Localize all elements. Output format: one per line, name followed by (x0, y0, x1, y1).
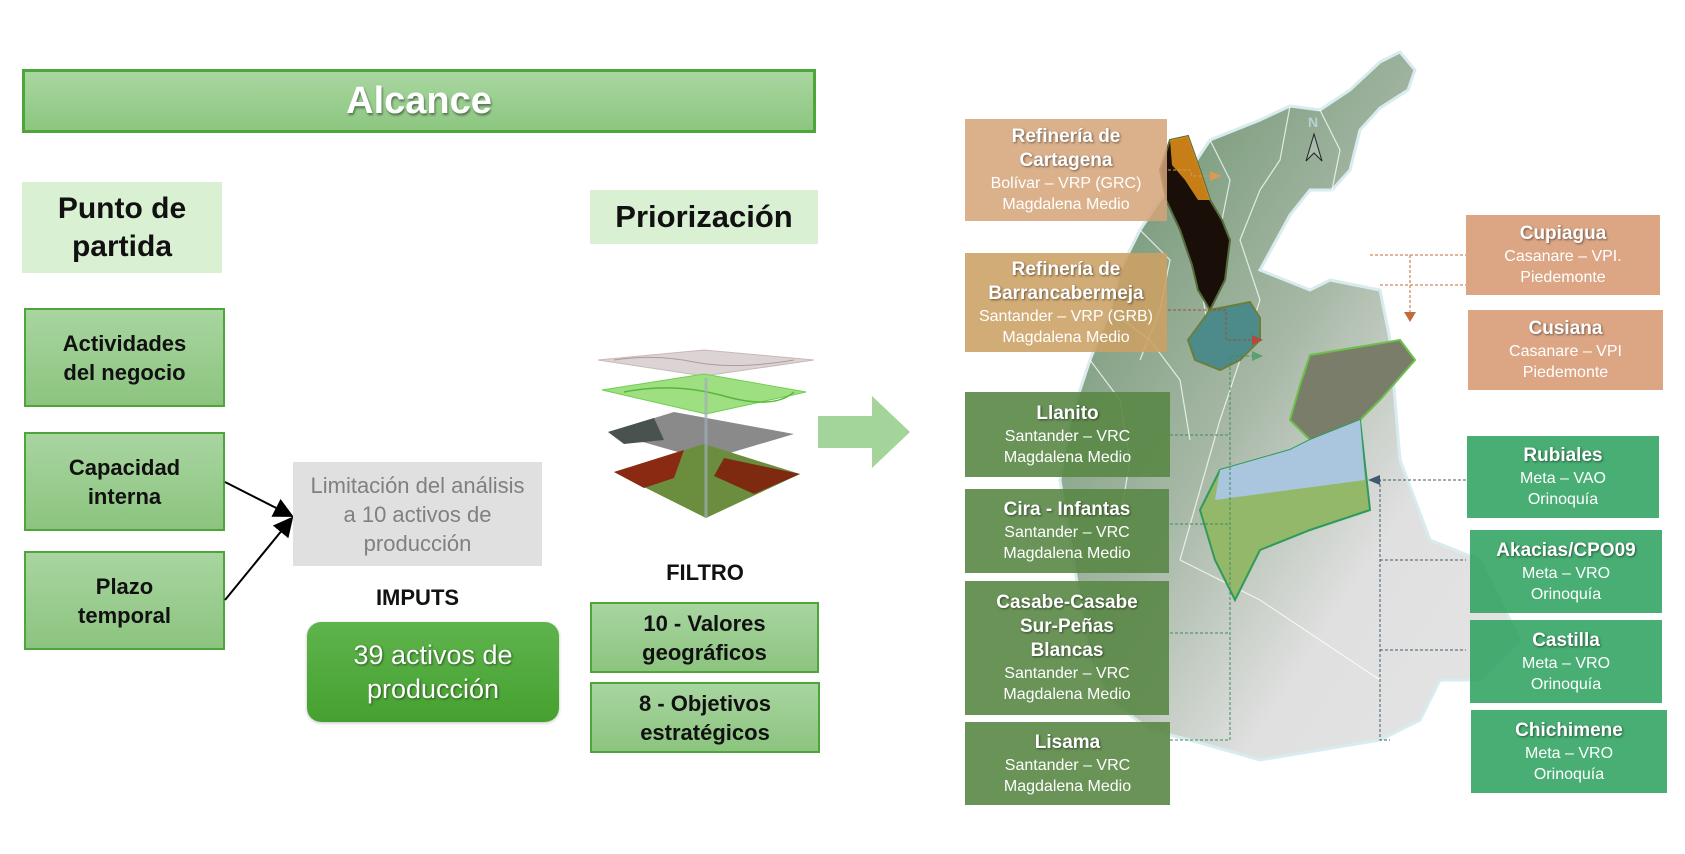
asset-basin: Orinoquía (1530, 675, 1602, 693)
internal-capacity-box: Capacidad interna (24, 432, 225, 531)
asset-name: Cusiana (1528, 318, 1603, 339)
asset-name: Castilla (1532, 629, 1600, 651)
asset-region: Casanare – VPI (1509, 343, 1622, 360)
asset-basin: Orinoquía (1533, 765, 1605, 783)
asset-card: Cira - Infantas Santander – VRC Magdalen… (965, 489, 1169, 573)
left-connectors (1168, 169, 1466, 741)
asset-region: Meta – VAO (1520, 470, 1606, 487)
alcance-title: Alcance (346, 79, 492, 122)
department-borders (1089, 105, 1381, 681)
asset-region: Meta – VRO (1524, 744, 1614, 762)
business-activities-box: Actividades del negocio (24, 308, 225, 407)
filter-geographic-values: 10 - Valores geográficos (590, 602, 819, 673)
asset-card: Cusiana Casanare – VPI Piedemonte (1468, 310, 1663, 390)
asset-region: Santander – VRC (1004, 524, 1130, 541)
asset-basin: Orinoquía (1527, 491, 1599, 508)
asset-basin: Magdalena Medio (1003, 448, 1132, 466)
filter-geographic-values-text: 10 - Valores geográficos (642, 610, 767, 665)
asset-basin: Magdalena Medio (1003, 777, 1132, 795)
asset-region: Casanare – VPI. (1504, 248, 1622, 265)
business-activities-label: Actividades del negocio (62, 330, 187, 385)
asset-region: Meta – VRO (1521, 564, 1611, 582)
colombia-map: N (1058, 50, 1522, 762)
asset-basin: Magdalena Medio (1003, 686, 1131, 703)
filter-label: FILTRO (666, 560, 744, 585)
connector-arrows (224, 481, 294, 601)
starting-point-heading-text: Punto de partida (57, 191, 187, 263)
inputs-value-text: 39 activos de producción (353, 640, 513, 704)
asset-basin: Piedemonte (1522, 364, 1609, 381)
asset-card: Cupiagua Casanare – VPI. Piedemonte (1466, 215, 1660, 295)
asset-name: Llanito (1036, 402, 1099, 424)
asset-card: Casabe-Casabe Sur-Peñas Blancas Santande… (965, 581, 1169, 715)
gis-layers-icon (597, 349, 815, 518)
asset-name: Rubiales (1523, 445, 1603, 466)
asset-name: Casabe-Casabe Sur-Peñas Blancas (996, 592, 1138, 661)
asset-region: Santander – VRC (1004, 756, 1131, 774)
limitation-box: Limitación del análisis a 10 activos de … (293, 462, 542, 566)
cartagena-refinery-photo (1158, 134, 1232, 313)
inputs-value-box: 39 activos de producción (307, 622, 559, 722)
asset-basin: Magdalena Medio (1002, 196, 1130, 213)
north-arrow-icon (1305, 132, 1323, 162)
asset-name: Cupiagua (1519, 223, 1607, 244)
asset-name: Akacias/CPO09 (1496, 539, 1636, 561)
asset-card: Rubiales Meta – VAO Orinoquía (1467, 436, 1659, 518)
asset-region: Santander – VRC (1004, 427, 1131, 445)
alcance-banner: Alcance (22, 69, 816, 133)
asset-card: Chichimene Meta – VRO Orinoquía (1471, 710, 1667, 793)
asset-region: Bolívar – VRP (GRC) (990, 175, 1142, 192)
asset-name: Lisama (1034, 731, 1101, 753)
asset-card: Llanito Santander – VRC Magdalena Medio (965, 392, 1170, 477)
inputs-label: IMPUTS (375, 585, 460, 610)
time-frame-label: Plazo temporal (78, 573, 171, 628)
asset-name: Refinería de Cartagena (1011, 126, 1121, 171)
asset-name: Cira - Infantas (1003, 499, 1131, 520)
timeframe-arrow (224, 516, 294, 601)
prioritization-heading-text: Priorización (615, 199, 793, 234)
starting-point-heading: Punto de partida (22, 182, 222, 273)
internal-capacity-label: Capacidad interna (68, 454, 181, 509)
prioritization-heading: Priorización (590, 190, 818, 244)
asset-card: Castilla Meta – VRO Orinoquía (1470, 620, 1662, 703)
filter-strategic-objectives: 8 - Objetivos estratégicos (590, 682, 820, 753)
asset-basin: Magdalena Medio (1002, 328, 1130, 346)
filter-strategic-objectives-text: 8 - Objetivos estratégicos (638, 690, 772, 745)
asset-name: Refinería de Barrancabermeja (988, 258, 1144, 304)
asset-basin: Magdalena Medio (1003, 545, 1131, 562)
barrancabermeja-photo (1186, 300, 1261, 372)
asset-basin: Orinoquía (1530, 585, 1602, 603)
right-arrow-icon (818, 396, 910, 468)
asset-card: Refinería de Barrancabermeja Santander –… (965, 253, 1167, 352)
asset-card: Refinería de Cartagena Bolívar – VRP (GR… (965, 119, 1167, 221)
asset-region: Meta – VRO (1521, 654, 1611, 672)
asset-region: Santander – VRP (GRB) (978, 307, 1153, 325)
north-label: N (1308, 114, 1318, 130)
asset-name: Chichimene (1515, 719, 1623, 741)
asset-region: Santander – VRC (1004, 665, 1130, 682)
limitation-text: Limitación del análisis a 10 activos de … (310, 472, 525, 556)
time-frame-box: Plazo temporal (24, 551, 225, 650)
asset-card: Akacias/CPO09 Meta – VRO Orinoquía (1470, 530, 1662, 613)
asset-basin: Piedemonte (1520, 269, 1606, 286)
asset-card: Lisama Santander – VRC Magdalena Medio (965, 722, 1170, 805)
capacity-arrow (224, 481, 294, 517)
